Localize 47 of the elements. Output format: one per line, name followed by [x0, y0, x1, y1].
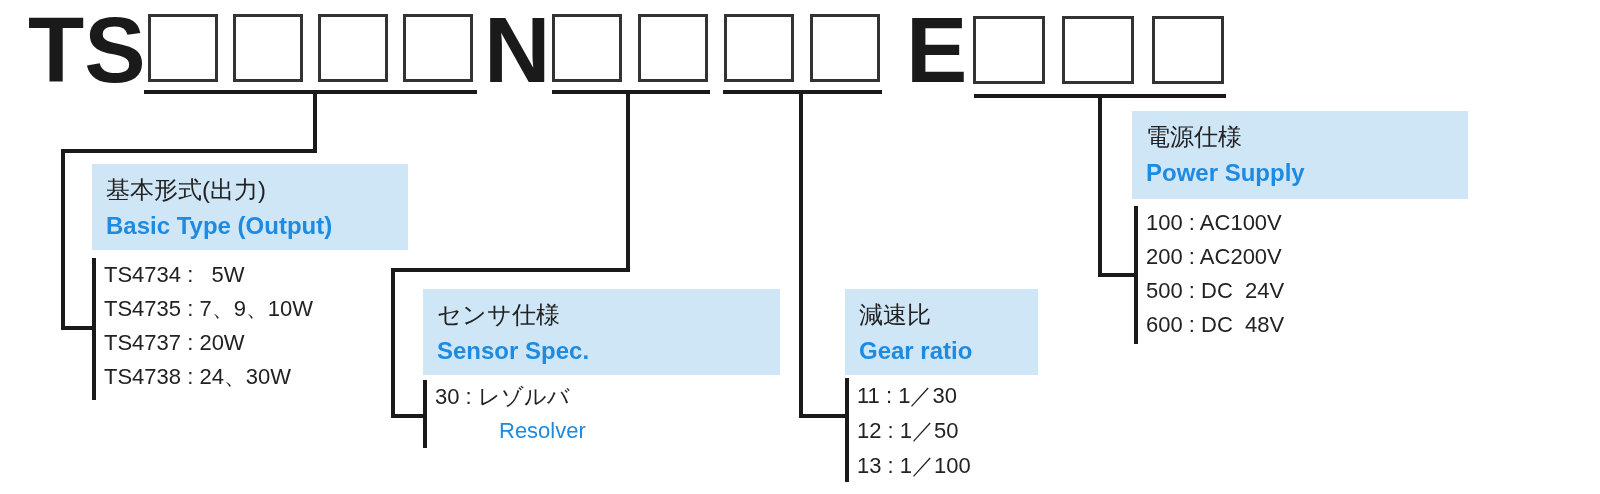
digit-box: [148, 14, 218, 82]
code-letter: N: [484, 10, 544, 90]
digit-box: [318, 14, 388, 82]
option-text: 11 : 1／30: [857, 382, 958, 410]
category-header: [845, 289, 1038, 375]
digit-box: [552, 14, 622, 82]
digit-box: [1152, 16, 1224, 84]
digit-box: [403, 14, 473, 82]
option-text: 12 : 1／50: [857, 417, 960, 445]
option-text: 600 : DC 48V: [1146, 311, 1286, 339]
category-header: [1132, 111, 1468, 199]
underline-bar: [974, 94, 1226, 98]
option-text: TS4734 : 5W: [104, 261, 246, 289]
category-header: [423, 289, 780, 375]
category-header: [92, 164, 408, 250]
underline-bar: [552, 90, 710, 94]
header-subtitle: Sensor Spec.: [437, 336, 591, 366]
leader-line: [1098, 98, 1134, 277]
header-subtitle: Gear ratio: [859, 336, 974, 366]
leader-line: [391, 94, 630, 418]
digit-box: [1062, 16, 1134, 84]
leader-line: [799, 94, 845, 418]
option-text: Resolver: [498, 417, 587, 445]
option-text: TS4735 : 7、9、10W: [104, 295, 315, 323]
header-text: センサ仕様: [437, 300, 561, 330]
option-text: 100 : AC100V: [1146, 209, 1283, 237]
digit-box: [233, 14, 303, 82]
code-letter: TS: [28, 10, 148, 90]
option-text: TS4738 : 24、30W: [104, 363, 293, 391]
option-text: 500 : DC 24V: [1146, 277, 1286, 305]
header-subtitle: Basic Type (Output): [106, 211, 334, 241]
option-text: 13 : 1／100: [857, 452, 972, 480]
underline-bar: [723, 90, 882, 94]
header-text: 基本形式(出力): [106, 175, 267, 205]
header-text: 減速比: [859, 300, 932, 330]
header-text: 電源仕様: [1146, 122, 1243, 152]
option-text: TS4737 : 20W: [104, 329, 246, 357]
leader-line: [61, 94, 317, 330]
digit-box: [973, 16, 1045, 84]
digit-box: [810, 14, 880, 82]
header-subtitle: Power Supply: [1146, 158, 1306, 188]
option-text: 30 : レゾルバ: [435, 383, 571, 411]
digit-box: [638, 14, 708, 82]
option-text: 200 : AC200V: [1146, 243, 1283, 271]
underline-bar: [144, 90, 477, 94]
code-letter: E: [906, 10, 966, 90]
digit-box: [724, 14, 794, 82]
